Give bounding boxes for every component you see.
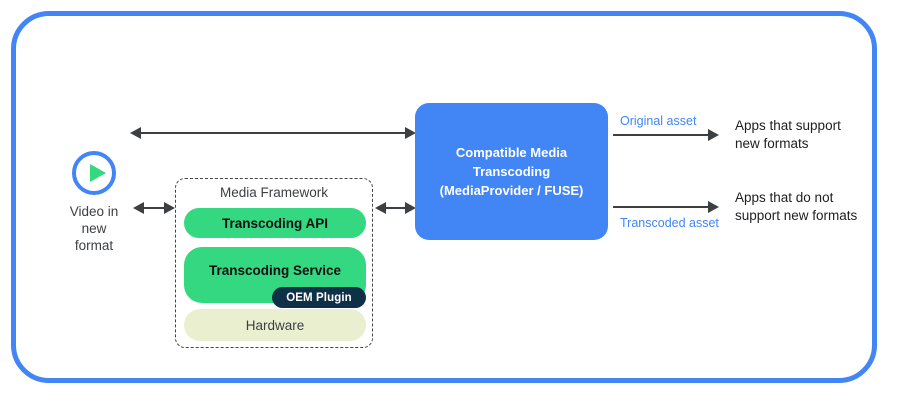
compatible-media-transcoding-box[interactable]: Compatible Media Transcoding (MediaProvi… <box>415 103 608 240</box>
arrow-video-to-cmt-line <box>140 132 406 134</box>
layer-transcoding-service-label: Transcoding Service <box>208 263 342 278</box>
apps-not-supporting-new-formats-line2: support new formats <box>735 208 858 223</box>
transcoded-asset-label: Transcoded asset <box>620 216 719 230</box>
video-source-label-line1: Video in <box>69 204 119 219</box>
arrow-original-asset-line <box>613 134 709 136</box>
arrow-framework-to-cmt-head-right <box>405 202 416 214</box>
arrow-video-to-framework-line <box>143 207 165 209</box>
cmt-box-line3: (MediaProvider / FUSE) <box>439 183 584 198</box>
play-circle-icon <box>72 151 116 195</box>
media-framework-title: Media Framework <box>219 185 329 200</box>
apps-supporting-new-formats-label: Apps that support new formats <box>735 117 841 153</box>
arrow-framework-to-cmt-line <box>385 207 407 209</box>
layer-transcoding-api-label: Transcoding API <box>221 215 329 231</box>
cmt-box-line2: Transcoding <box>472 164 551 179</box>
arrow-video-to-cmt-head-right <box>405 127 416 139</box>
layer-hardware[interactable]: Hardware <box>184 309 366 341</box>
cmt-box-line1: Compatible Media <box>455 145 568 160</box>
arrow-video-to-framework-head-right <box>164 202 175 214</box>
arrow-original-asset-head <box>708 129 719 141</box>
apps-not-supporting-new-formats-line1: Apps that do not <box>735 190 834 205</box>
video-source-label-line3: format <box>74 238 114 253</box>
original-asset-label: Original asset <box>620 114 697 128</box>
arrow-video-to-framework-head-left <box>133 202 144 214</box>
arrow-framework-to-cmt-head-left <box>375 202 386 214</box>
apps-not-supporting-new-formats-label: Apps that do not support new formats <box>735 189 857 225</box>
arrow-transcoded-asset-line <box>613 206 709 208</box>
arrow-video-to-cmt-head-left <box>130 127 141 139</box>
layer-hardware-label: Hardware <box>245 317 305 333</box>
layer-transcoding-api[interactable]: Transcoding API <box>184 208 366 238</box>
apps-supporting-new-formats-line2: new formats <box>735 136 809 151</box>
oem-plugin-badge[interactable]: OEM Plugin <box>272 287 366 308</box>
arrow-transcoded-asset-head <box>708 201 719 213</box>
video-source-label: Video in new format <box>46 203 142 254</box>
apps-supporting-new-formats-line1: Apps that support <box>735 118 841 133</box>
cmt-box-text: Compatible Media Transcoding (MediaProvi… <box>440 143 584 200</box>
media-framework-container: Media Framework Transcoding API Transcod… <box>175 178 373 348</box>
video-source-label-line2: new <box>81 221 107 236</box>
oem-plugin-badge-label: OEM Plugin <box>286 291 352 304</box>
